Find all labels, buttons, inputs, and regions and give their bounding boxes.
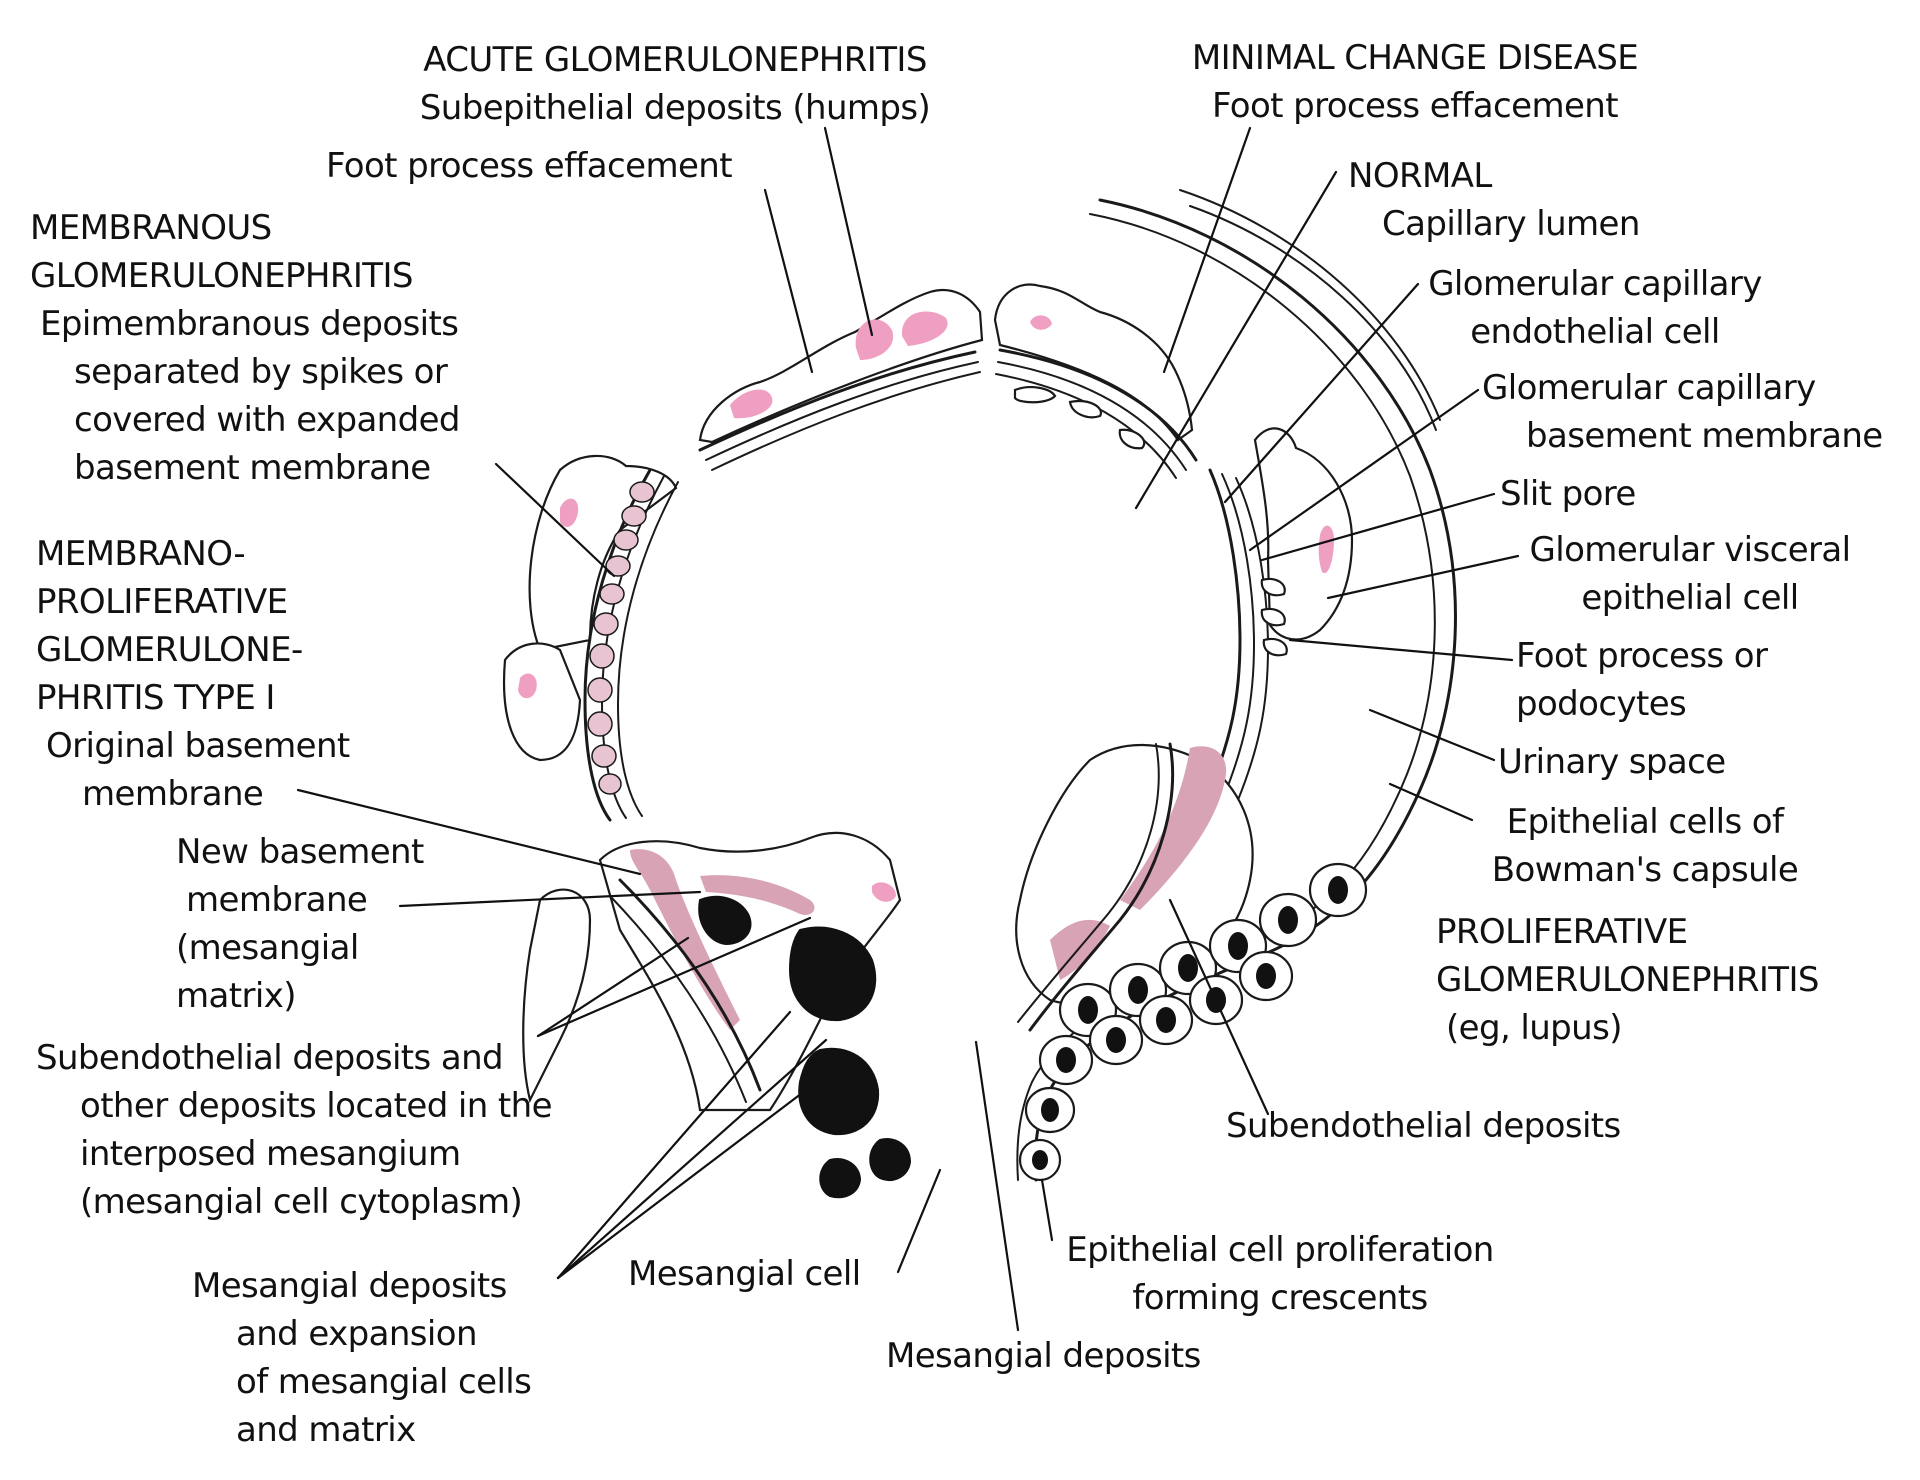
- membranous-line-3: Epimembranous deposits: [40, 304, 459, 344]
- label-minimal-change: MINIMAL CHANGE DISEASE Foot process effa…: [1170, 34, 1660, 130]
- label-bowman: Epithelial cells of Bowman's capsule: [1470, 798, 1820, 894]
- new-bm-line-1: New basement: [176, 832, 424, 872]
- bowman-line-1: Epithelial cells of: [1506, 802, 1784, 842]
- acute-gn-title: ACUTE GLOMERULONEPHRITIS: [423, 40, 927, 80]
- proliferative-crescent-segment: [1015, 742, 1368, 1182]
- subendo-left-line-4: (mesangial cell cytoplasm): [80, 1182, 523, 1222]
- membranous-line-2: GLOMERULONEPHRITIS: [30, 256, 413, 296]
- epimembranous-deposits: [587, 481, 655, 795]
- acute-gn-foot-effacement: Foot process effacement: [326, 146, 733, 186]
- foot-line-1: Foot process or: [1516, 636, 1768, 676]
- new-bm-line-2: membrane: [186, 880, 368, 920]
- subendo-left-line-1: Subendothelial deposits and: [36, 1038, 504, 1078]
- label-proliferative-gn: PROLIFERATIVE GLOMERULONEPHRITIS (eg, lu…: [1436, 908, 1819, 1052]
- label-mesangial-cell: Mesangial cell: [628, 1250, 861, 1298]
- endothelial-line-2: endothelial cell: [1470, 312, 1720, 352]
- label-acute-gn-foot: Foot process effacement: [326, 142, 733, 190]
- mesangial-cell: Mesangial cell: [628, 1254, 861, 1294]
- mcd-title: MINIMAL CHANGE DISEASE: [1191, 38, 1639, 78]
- normal-capillary-segment: [993, 189, 1457, 1182]
- expansion-line-2: and expansion: [236, 1314, 478, 1354]
- acute-gn-humps: Subepithelial deposits (humps): [419, 88, 931, 128]
- foot-line-2: podocytes: [1516, 684, 1687, 724]
- expansion-line-1: Mesangial deposits: [192, 1266, 507, 1306]
- label-endothelial-cell: Glomerular capillary endothelial cell: [1420, 260, 1770, 356]
- mpgn-line-3: GLOMERULONE-: [36, 630, 303, 670]
- mpgn-line-5: Original basement: [46, 726, 350, 766]
- membranous-line-6: basement membrane: [74, 448, 431, 488]
- subendo-left-line-2: other deposits located in the: [80, 1086, 553, 1126]
- prolif-line-1: PROLIFERATIVE: [1436, 912, 1688, 952]
- mpgn-line-2: PROLIFERATIVE: [36, 582, 288, 622]
- label-visceral-epithelial: Glomerular visceral epithelial cell: [1520, 526, 1860, 622]
- membranous-capillary-segment: [503, 454, 679, 822]
- capillary-lumen: Capillary lumen: [1382, 204, 1640, 244]
- label-normal: NORMAL Capillary lumen: [1348, 152, 1640, 248]
- label-crescents: Epithelial cell proliferation forming cr…: [1050, 1226, 1510, 1322]
- label-basement-membrane: Glomerular capillary basement membrane: [1482, 364, 1883, 460]
- mpgn-mesangium-segment: [522, 831, 912, 1199]
- label-mesangial-deposits: Mesangial deposits: [886, 1332, 1201, 1380]
- basement-line-1: Glomerular capillary: [1482, 368, 1816, 408]
- mpgn-line-1: MEMBRANO-: [36, 534, 246, 574]
- visceral-line-2: epithelial cell: [1581, 578, 1799, 618]
- normal-title: NORMAL: [1348, 156, 1492, 196]
- slit-pore: Slit pore: [1500, 474, 1636, 514]
- leader-lines: [296, 126, 1520, 1332]
- acute-gn-capillary-segment: [698, 288, 984, 471]
- crescents-line-2: forming crescents: [1132, 1278, 1428, 1318]
- mpgn-line-6: membrane: [82, 774, 264, 814]
- basement-line-2: basement membrane: [1526, 416, 1883, 456]
- mesangial-deposits: Mesangial deposits: [886, 1336, 1201, 1376]
- membranous-line-4: separated by spikes or: [74, 352, 448, 392]
- label-new-basement-membrane: New basement membrane (mesangial matrix): [176, 828, 424, 1020]
- label-urinary-space: Urinary space: [1498, 738, 1726, 786]
- label-subendothelial-left: Subendothelial deposits and other deposi…: [36, 1034, 553, 1226]
- expansion-line-4: and matrix: [236, 1410, 416, 1450]
- mpgn-line-4: PHRITIS TYPE I: [36, 678, 275, 718]
- mcd-foot-effacement: Foot process effacement: [1212, 86, 1619, 126]
- new-bm-line-4: matrix): [176, 976, 297, 1016]
- expansion-line-3: of mesangial cells: [236, 1362, 532, 1402]
- prolif-line-3: (eg, lupus): [1446, 1008, 1622, 1048]
- label-mesangial-expansion: Mesangial deposits and expansion of mesa…: [192, 1262, 532, 1454]
- crescent-epithelial-cells: [1018, 862, 1368, 1182]
- label-subendothelial-right: Subendothelial deposits: [1226, 1102, 1621, 1150]
- membranous-line-5: covered with expanded: [74, 400, 461, 440]
- subendothelial-deposits: Subendothelial deposits: [1226, 1106, 1621, 1146]
- crescents-line-1: Epithelial cell proliferation: [1066, 1230, 1494, 1270]
- label-acute-gn: ACUTE GLOMERULONEPHRITIS Subepithelial d…: [410, 36, 940, 132]
- urinary-space: Urinary space: [1498, 742, 1726, 782]
- membranous-line-1: MEMBRANOUS: [30, 208, 272, 248]
- visceral-line-1: Glomerular visceral: [1529, 530, 1852, 570]
- subendo-left-line-3: interposed mesangium: [80, 1134, 461, 1174]
- label-slit-pore: Slit pore: [1500, 470, 1636, 518]
- bowman-line-2: Bowman's capsule: [1491, 850, 1799, 890]
- new-bm-line-3: (mesangial: [176, 928, 359, 968]
- label-membranous-gn: MEMBRANOUS GLOMERULONEPHRITIS Epimembran…: [30, 204, 461, 492]
- endothelial-line-1: Glomerular capillary: [1428, 264, 1762, 304]
- prolif-line-2: GLOMERULONEPHRITIS: [1436, 960, 1819, 1000]
- label-foot-process: Foot process or podocytes: [1516, 632, 1768, 728]
- label-mpgn: MEMBRANO- PROLIFERATIVE GLOMERULONE- PHR…: [36, 530, 350, 818]
